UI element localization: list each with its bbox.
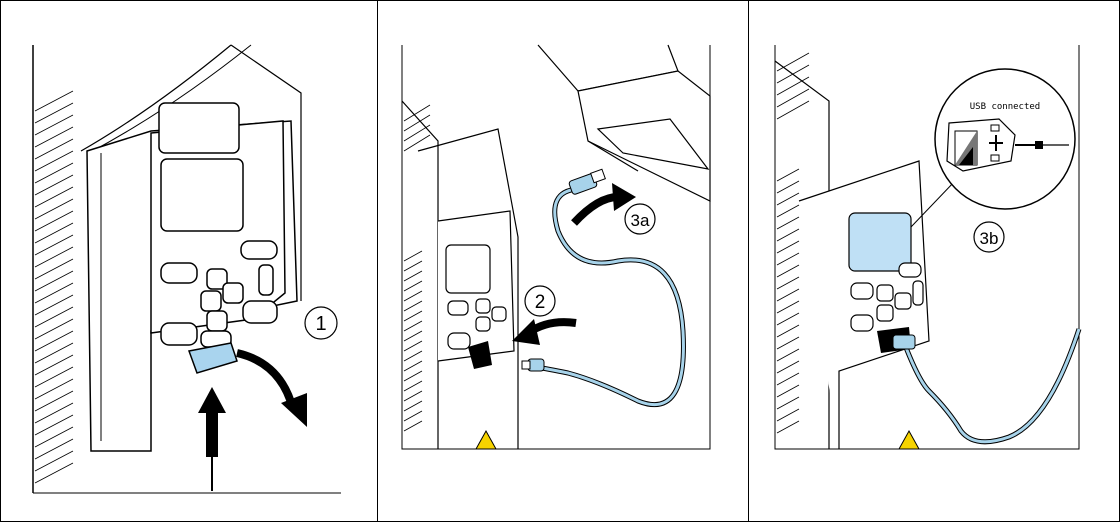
panel-step-3b: USB connected 3b — [748, 0, 1120, 522]
step-3b-illustration: USB connected 3b — [749, 1, 1119, 521]
vent-grille — [35, 91, 73, 483]
usb-connected-text: USB connected — [970, 102, 1040, 112]
usb-plug-icon — [568, 169, 605, 195]
push-up-arrow-icon — [198, 387, 226, 491]
usb-mini-plug-icon — [522, 359, 544, 371]
step-3b-label: 3b — [980, 229, 999, 248]
step-1-illustration: 1 — [1, 1, 377, 521]
usb-mini-plug-icon — [893, 335, 915, 349]
curved-arrow-icon — [237, 353, 307, 427]
arrow-to-drive-icon — [512, 319, 576, 345]
warning-triangle-icon — [899, 431, 919, 449]
panel-step-2: 2 3a — [377, 0, 749, 522]
warning-triangle-icon — [476, 431, 496, 449]
step-2-label: 2 — [535, 292, 546, 313]
keypad-display-active — [849, 213, 911, 271]
laptop-icon — [538, 45, 710, 201]
panel-step-1: 1 — [0, 0, 378, 522]
step-3a-label: 3a — [631, 211, 650, 230]
step-2-illustration: 2 3a — [378, 1, 748, 521]
release-tab — [189, 343, 237, 373]
usb-cable — [905, 329, 1079, 442]
keypad-display — [161, 159, 243, 231]
step-1-label: 1 — [315, 313, 326, 335]
